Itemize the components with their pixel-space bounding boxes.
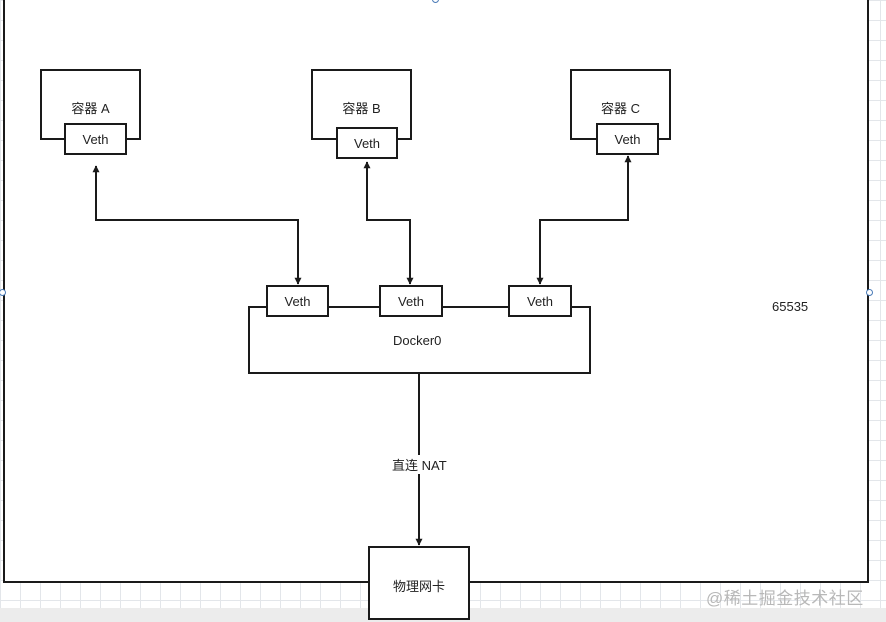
link-container-a [92,165,302,285]
bridge-veth-1[interactable]: Veth [266,285,329,317]
bridge-veth-3[interactable]: Veth [508,285,572,317]
bridge-veth-2-label: Veth [397,293,425,309]
side-number-label: 65535 [772,299,809,314]
container-c-veth-label: Veth [614,131,641,147]
physical-nic-label: 物理网卡 [393,579,446,594]
bridge-veth-3-label: Veth [526,293,554,309]
watermark-text: @稀土掘金技术社区 [706,589,864,608]
physical-nic-box[interactable]: 物理网卡 [368,546,470,620]
container-b-label: 容器 B [342,101,381,116]
container-b-veth-label: Veth [353,135,381,151]
bridge-veth-2[interactable]: Veth [379,285,443,317]
container-a-label: 容器 A [71,101,110,116]
link-container-b [363,161,414,285]
selection-handle-right[interactable] [866,289,873,296]
link-label: 直连 NAT [390,455,449,474]
bridge-veth-1-label: Veth [284,293,311,309]
container-a-veth[interactable]: Veth [64,123,127,155]
container-b-veth[interactable]: Veth [336,127,398,159]
docker0-bridge-box[interactable] [248,306,591,374]
selection-handle-left[interactable] [0,289,6,296]
docker0-label: Docker0 [393,333,442,348]
container-c-label: 容器 C [600,101,640,116]
container-c-veth[interactable]: Veth [596,123,659,155]
link-container-c [536,155,632,285]
container-a-veth-label: Veth [82,131,109,147]
